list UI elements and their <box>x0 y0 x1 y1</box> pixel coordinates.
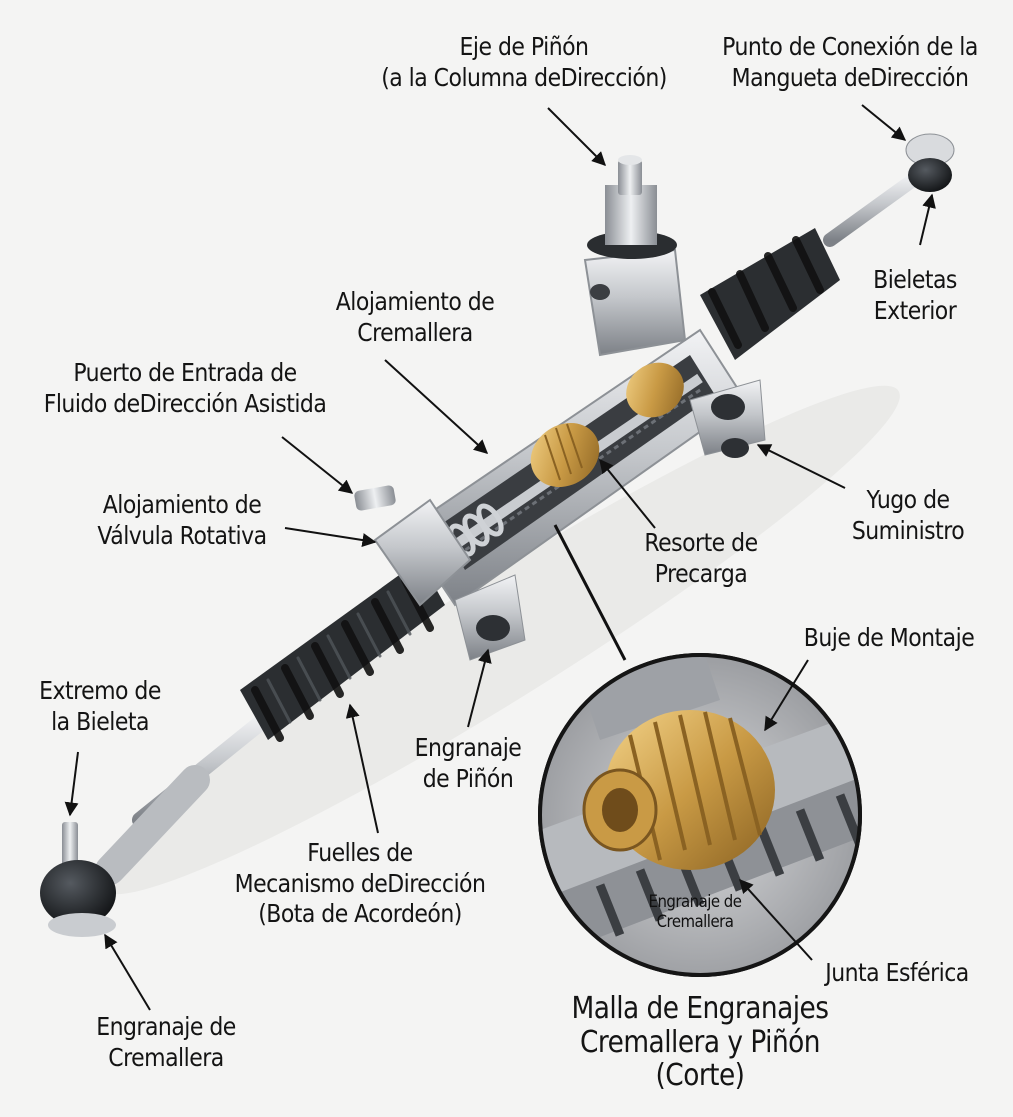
label-rack-gear-inset: Engranaje de Cremallera <box>629 892 761 933</box>
mounting-ears <box>454 379 766 661</box>
inset-title: Malla de Engranajes Cremallera y Piñón (… <box>537 992 863 1093</box>
arrow-rack-gear <box>104 933 151 1011</box>
label-line: Bieletas <box>873 265 957 294</box>
label-line: Válvula Rotativa <box>97 520 267 550</box>
right-tie-rod <box>823 168 927 247</box>
label-line: Yugo de <box>866 485 950 514</box>
label-line: la Bieleta <box>51 706 149 736</box>
label-line: Alojamiento de <box>102 490 262 519</box>
label-line: Cremallera <box>357 317 473 347</box>
label-bellows: Fuelles de Mecanismo deDirección (Bota d… <box>202 838 519 930</box>
label-line: Punto de Conexión de la <box>722 32 978 61</box>
label-line: Junta Esférica <box>825 958 969 987</box>
label-line: Mangueta deDirección <box>731 62 969 92</box>
label-line: Puerto de Entrada de <box>73 358 297 387</box>
label-line: Eje de Piñón <box>459 32 589 61</box>
label-line: Alojamiento de <box>335 287 495 316</box>
label-rack-housing: Alojamiento de Cremallera <box>314 287 516 348</box>
arrow-preload-spring <box>599 458 656 529</box>
right-tie-rod-end <box>905 133 955 192</box>
arrow-fluid-port <box>281 436 354 494</box>
label-line: Precarga <box>654 558 748 588</box>
arrow-pinion-shaft <box>547 107 606 166</box>
label-line: Cremallera y Piñón <box>580 1024 821 1060</box>
label-line: Engranaje <box>414 733 522 762</box>
label-tie-rod-end: Extremo de la Bieleta <box>30 676 171 737</box>
label-line: Buje de Montaje <box>803 623 975 652</box>
arrow-bellows <box>345 703 379 834</box>
label-valve-housing: Alojamiento de Válvula Rotativa <box>76 490 287 551</box>
label-line: (a la Columna deDirección) <box>381 62 667 92</box>
label-fluid-port: Puerto de Entrada de Fluido deDirección … <box>26 358 345 419</box>
label-line: Engranaje de <box>648 892 742 912</box>
label-ball-joint: Junta Esférica <box>801 958 993 989</box>
arrow-knuckle-point <box>861 104 907 141</box>
label-line: Resorte de <box>644 528 758 557</box>
label-pinion-shaft: Eje de Piñón (a la Columna deDirección) <box>360 32 687 93</box>
gear-mesh-inset <box>538 653 862 977</box>
label-line: Exterior <box>873 295 957 325</box>
label-mount-bushing: Buje de Montaje <box>784 623 993 654</box>
label-line: (Corte) <box>655 1058 745 1094</box>
arrow-yoke <box>756 444 846 489</box>
label-line: Fluido deDirección Asistida <box>43 388 327 418</box>
label-pinion-gear: Engranaje de Piñón <box>389 733 547 794</box>
label-knuckle-point: Punto de Conexión de la Mangueta deDirec… <box>714 32 987 93</box>
label-line: Engranaje de <box>96 1012 236 1041</box>
label-line: (Bota de Acordeón) <box>258 899 462 928</box>
valve-housing-block <box>354 485 472 607</box>
arrow-ball-joint <box>739 878 813 961</box>
pinion-gear-cutaway <box>530 362 684 487</box>
right-bellows <box>700 228 840 360</box>
label-line: Extremo de <box>39 676 161 705</box>
left-tie-rod-end <box>40 822 116 937</box>
label-line: Mecanismo deDirección <box>234 868 486 898</box>
pinion-tower <box>583 155 687 357</box>
label-line: Fuelles de <box>307 838 413 867</box>
arrow-outer-tie-rod <box>919 193 936 246</box>
arrow-pinion-gear <box>467 648 492 728</box>
label-preload-spring: Resorte de Precarga <box>617 528 784 589</box>
label-line: Cremallera <box>656 912 734 933</box>
label-outer-tie-rod: Bieletas Exterior <box>858 265 972 326</box>
inset-connector-line <box>553 524 627 661</box>
label-line: Malla de Engranajes <box>571 991 829 1026</box>
callout-arrows <box>64 104 936 1011</box>
label-line: de Piñón <box>422 763 514 793</box>
label-rack-gear: Engranaje de Cremallera <box>69 1012 263 1073</box>
rack-housing-tube <box>403 328 747 607</box>
label-line: Suministro <box>851 515 965 545</box>
label-line: Cremallera <box>108 1042 224 1072</box>
arrow-tie-rod-end <box>64 751 79 817</box>
arrow-rack-housing <box>384 359 489 454</box>
arrow-valve-housing <box>284 527 377 547</box>
arrow-mount-bushing <box>764 659 809 732</box>
label-yoke: Yugo de Suministro <box>829 485 987 546</box>
